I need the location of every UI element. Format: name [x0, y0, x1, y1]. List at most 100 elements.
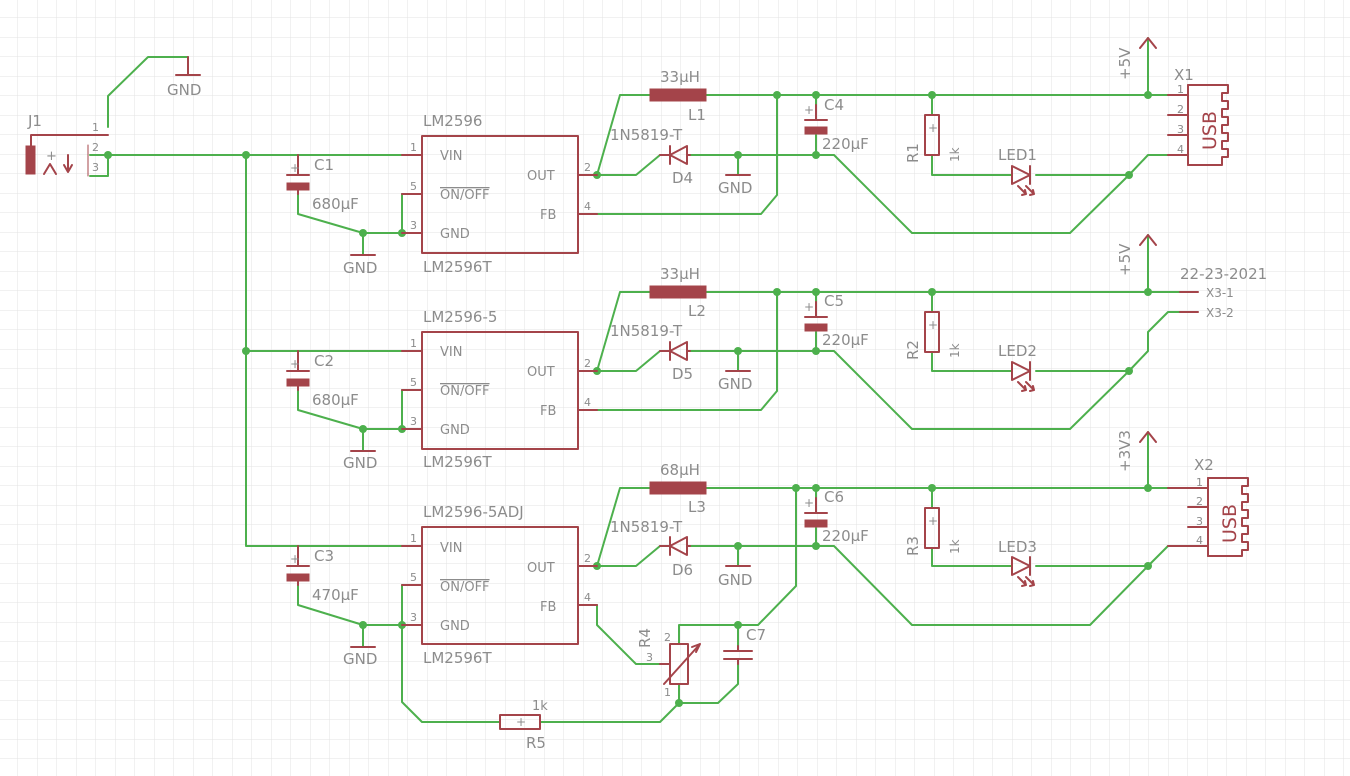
- svg-text:OUT: OUT: [527, 365, 555, 380]
- svg-text:220µF: 220µF: [822, 527, 869, 545]
- supply-plus5v-1: +5V: [1116, 37, 1157, 80]
- svg-text:68µH: 68µH: [660, 461, 700, 479]
- ic-name: LM2596-5: [423, 308, 497, 326]
- svg-text:3: 3: [92, 161, 99, 174]
- svg-text:4: 4: [584, 396, 591, 409]
- regulator-u2: 153 24 VIN ON/OFF GND OUT FB LM2596-5 LM…: [401, 308, 598, 471]
- ic-value: LM2596T: [423, 649, 492, 667]
- capacitor-c4: + C4 220µF: [804, 96, 869, 153]
- svg-text:3: 3: [410, 219, 417, 232]
- svg-text:33µH: 33µH: [660, 265, 700, 283]
- svg-text:1k: 1k: [948, 147, 962, 162]
- svg-text:USB: USB: [1219, 504, 1241, 543]
- svg-text:+: +: [804, 300, 814, 314]
- gnd-label: GND: [343, 650, 377, 668]
- svg-text:1: 1: [410, 141, 417, 154]
- gnd-label: GND: [718, 375, 752, 393]
- inductor-l2: 33µH L2: [649, 265, 707, 320]
- resistor-r1: + R1 1k: [904, 114, 962, 163]
- gnd-label: GND: [718, 179, 752, 197]
- svg-text:C6: C6: [824, 488, 844, 506]
- svg-text:1: 1: [410, 532, 417, 545]
- resistor-r2: + R2 1k: [904, 311, 962, 360]
- svg-text:5: 5: [410, 571, 417, 584]
- svg-text:+5V: +5V: [1116, 47, 1134, 80]
- svg-text:1N5819-T: 1N5819-T: [610, 126, 683, 144]
- svg-text:220µF: 220µF: [822, 135, 869, 153]
- svg-text:2: 2: [584, 357, 591, 370]
- ic-name: LM2596-5ADJ: [423, 503, 524, 521]
- svg-text:1N5819-T: 1N5819-T: [610, 518, 683, 536]
- svg-text:680µF: 680µF: [312, 195, 359, 213]
- svg-text:2: 2: [584, 161, 591, 174]
- svg-text:L3: L3: [688, 498, 706, 516]
- led-2: LED2: [998, 342, 1037, 392]
- inductor-l1: 33µH L1: [649, 68, 707, 124]
- svg-text:VIN: VIN: [440, 345, 462, 360]
- svg-text:3: 3: [410, 415, 417, 428]
- diode-d4: 1N5819-T D4: [610, 126, 693, 187]
- svg-text:33µH: 33µH: [660, 68, 700, 86]
- svg-text:D5: D5: [672, 365, 693, 383]
- svg-text:GND: GND: [440, 619, 470, 634]
- svg-text:C1: C1: [314, 156, 334, 174]
- svg-text:5: 5: [410, 376, 417, 389]
- gnd-label: GND: [343, 259, 377, 277]
- svg-text:VIN: VIN: [440, 541, 462, 556]
- capacitor-c3: + C3 470µF: [286, 545, 359, 604]
- ic-name: LM2596: [423, 112, 482, 130]
- svg-text:2: 2: [1196, 495, 1203, 508]
- svg-text:1k: 1k: [532, 699, 548, 714]
- j1-plus: +: [46, 149, 57, 164]
- svg-text:+: +: [290, 357, 300, 371]
- supply-plus5v-2: +5V: [1116, 234, 1157, 276]
- svg-text:ON/OFF: ON/OFF: [440, 384, 490, 399]
- svg-text:L2: L2: [688, 302, 706, 320]
- svg-text:2: 2: [1177, 103, 1184, 116]
- ic-value: LM2596T: [423, 453, 492, 471]
- svg-text:R5: R5: [526, 734, 546, 752]
- svg-text:+: +: [804, 103, 814, 117]
- svg-text:1k: 1k: [948, 343, 962, 358]
- svg-text:FB: FB: [540, 404, 556, 419]
- svg-text:VIN: VIN: [440, 149, 462, 164]
- svg-text:1: 1: [1196, 476, 1203, 489]
- capacitor-c6: + C6 220µF: [804, 488, 869, 545]
- svg-text:D6: D6: [672, 561, 693, 579]
- svg-text:1: 1: [410, 337, 417, 350]
- svg-text:R3: R3: [904, 536, 922, 556]
- svg-text:3: 3: [1196, 515, 1203, 528]
- svg-text:+: +: [516, 715, 526, 729]
- svg-text:+5V: +5V: [1116, 243, 1134, 276]
- svg-text:X3-2: X3-2: [1206, 306, 1234, 320]
- potentiometer-r4: R4 2 3 1: [636, 628, 701, 699]
- svg-text:R1: R1: [904, 143, 922, 163]
- svg-text:ON/OFF: ON/OFF: [440, 188, 490, 203]
- resistor-r5: + 1k R5: [499, 699, 548, 752]
- regulator-u3: 153 24 VIN ON/OFF GND OUT FB LM2596-5ADJ…: [401, 503, 598, 667]
- svg-text:C7: C7: [746, 626, 766, 644]
- capacitor-c1: + C1 680µF: [286, 154, 359, 213]
- svg-text:GND: GND: [440, 227, 470, 242]
- svg-text:+: +: [290, 161, 300, 175]
- svg-text:5: 5: [410, 180, 417, 193]
- svg-text:FB: FB: [540, 600, 556, 615]
- svg-text:X3-1: X3-1: [1206, 286, 1234, 300]
- svg-text:1k: 1k: [948, 539, 962, 554]
- svg-text:220µF: 220µF: [822, 331, 869, 349]
- svg-text:1: 1: [1177, 83, 1184, 96]
- gnd-symbols: GND GND GND GND GND GND GND: [167, 56, 752, 668]
- svg-text:C3: C3: [314, 547, 334, 565]
- svg-text:USB: USB: [1199, 111, 1221, 150]
- gnd-label: GND: [718, 571, 752, 589]
- svg-text:1: 1: [92, 121, 99, 134]
- led-1: LED1: [998, 146, 1037, 196]
- gnd-label: GND: [167, 81, 201, 99]
- svg-text:C4: C4: [824, 96, 844, 114]
- svg-text:X2: X2: [1194, 456, 1214, 474]
- svg-text:+: +: [290, 552, 300, 566]
- svg-text:2: 2: [584, 552, 591, 565]
- svg-text:+: +: [804, 496, 814, 510]
- capacitor-c2: + C2 680µF: [286, 350, 359, 409]
